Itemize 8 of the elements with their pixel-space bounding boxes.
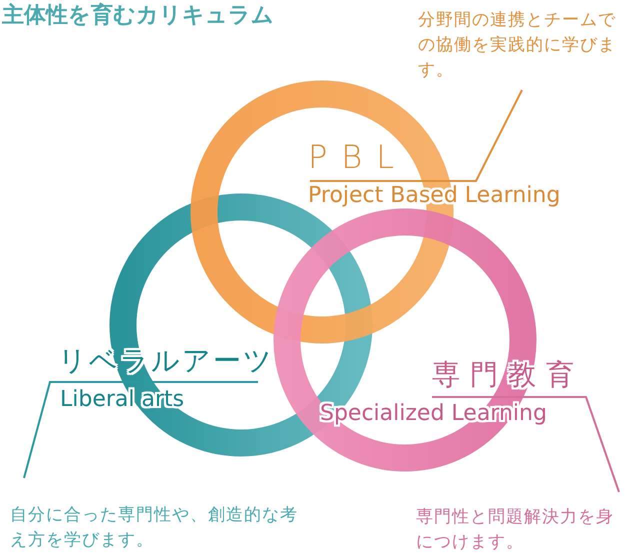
description-text: 分野間の連携とチームでの協働を実践的に学びます。 — [418, 9, 617, 82]
heading: PBL — [308, 138, 408, 176]
leader-line — [310, 90, 523, 182]
title: 主体性を育むカリキュラム — [2, 2, 274, 30]
description-text: 専門性と問題解決力を身につけます。 — [416, 506, 615, 554]
leader-line — [23, 381, 258, 478]
description-text: 自分に合った専門性や、創造的な考え方を学びます。 — [10, 504, 299, 552]
heading: リベラルアーツ — [58, 343, 274, 379]
